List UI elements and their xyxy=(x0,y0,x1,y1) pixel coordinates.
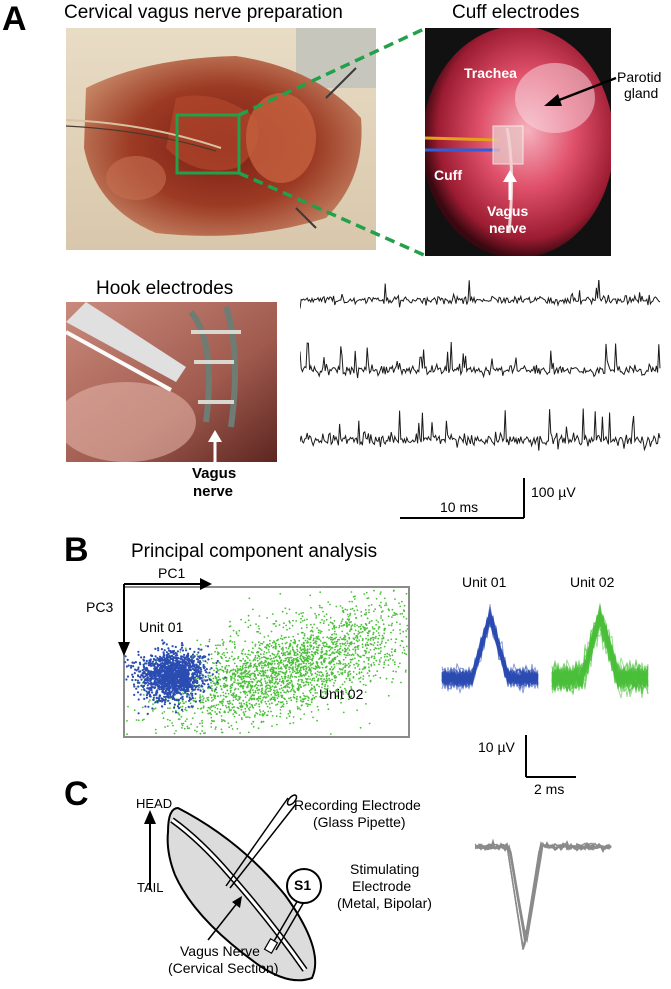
stimulating-electrode-label-line3: (Metal, Bipolar) xyxy=(337,895,432,911)
waveform-amplitude-label: 10 µV xyxy=(478,739,515,755)
pca-y-axis-label: PC3 xyxy=(86,599,114,615)
pca-scatter xyxy=(124,589,409,736)
preparation-title: Cervical vagus nerve preparation xyxy=(64,2,343,23)
cuff-electrodes-title: Cuff electrodes xyxy=(452,2,580,23)
evoked-response-traces xyxy=(475,838,612,950)
trace-time-scale-label: 10 ms xyxy=(440,499,479,515)
hook-vagus-label-line2: nerve xyxy=(193,483,234,500)
unit01-waveforms xyxy=(441,604,539,695)
surgical-preparation-photo xyxy=(66,28,376,250)
unit02-waveforms xyxy=(551,603,649,699)
waveform-scale-bar xyxy=(525,735,576,778)
hook-electrodes-title: Hook electrodes xyxy=(96,278,234,299)
hook-vagus-label-line1: Vagus xyxy=(192,465,237,482)
panel-c-letter: C xyxy=(64,775,89,813)
vagus-arrow-icon xyxy=(503,170,517,200)
hook-electrodes-photo xyxy=(66,302,277,462)
waveform-unit02-title: Unit 02 xyxy=(570,574,615,590)
neural-recording-traces xyxy=(300,280,661,452)
trace-amplitude-scale-label: 100 µV xyxy=(531,484,576,500)
pca-unit01-label: Unit 01 xyxy=(139,619,184,635)
pca-title: Principal component analysis xyxy=(131,541,378,562)
pca-unit02-label: Unit 02 xyxy=(319,686,364,702)
cuff-electrodes-photo xyxy=(425,28,611,256)
stimulating-electrode-symbol: S1 xyxy=(294,877,312,893)
recording-electrode-label-line1: Recording Electrode xyxy=(294,797,421,813)
stimulating-electrode-label-line1: Stimulating xyxy=(350,861,420,877)
trace-channel-1 xyxy=(300,280,661,309)
recording-electrode-label-line2: (Glass Pipette) xyxy=(313,814,406,830)
pca-plot-frame xyxy=(123,586,410,738)
panel-b-letter: B xyxy=(64,531,89,569)
parotid-label-line2: gland xyxy=(624,85,659,101)
trace-scale-bar xyxy=(400,478,525,519)
hook-vagus-arrow-icon xyxy=(208,430,222,462)
vagus-nerve-label-line1: Vagus Nerve xyxy=(180,943,260,959)
parotid-arrow-icon xyxy=(544,76,617,106)
cuff-vagus-label-line2: nerve xyxy=(489,220,527,236)
pca-axes-arrows xyxy=(118,578,212,656)
tail-label: TAIL xyxy=(137,880,164,895)
cuff-label: Cuff xyxy=(434,167,462,183)
panel-a-letter: A xyxy=(2,0,27,38)
cuff-vagus-label-line1: Vagus xyxy=(487,203,529,219)
trace-channel-3 xyxy=(300,408,661,452)
pca-x-axis-label: PC1 xyxy=(158,565,186,581)
head-label: HEAD xyxy=(136,796,173,811)
vagus-nerve-label-line2: (Cervical Section) xyxy=(168,960,279,976)
trachea-label: Trachea xyxy=(464,65,517,81)
trace-channel-2 xyxy=(300,341,661,379)
parotid-label-line1: Parotid xyxy=(617,69,662,85)
waveform-time-label: 2 ms xyxy=(534,781,565,797)
stimulating-electrode-label-line2: Electrode xyxy=(352,878,412,894)
waveform-unit01-title: Unit 01 xyxy=(462,574,507,590)
preparation-schematic xyxy=(144,794,322,982)
